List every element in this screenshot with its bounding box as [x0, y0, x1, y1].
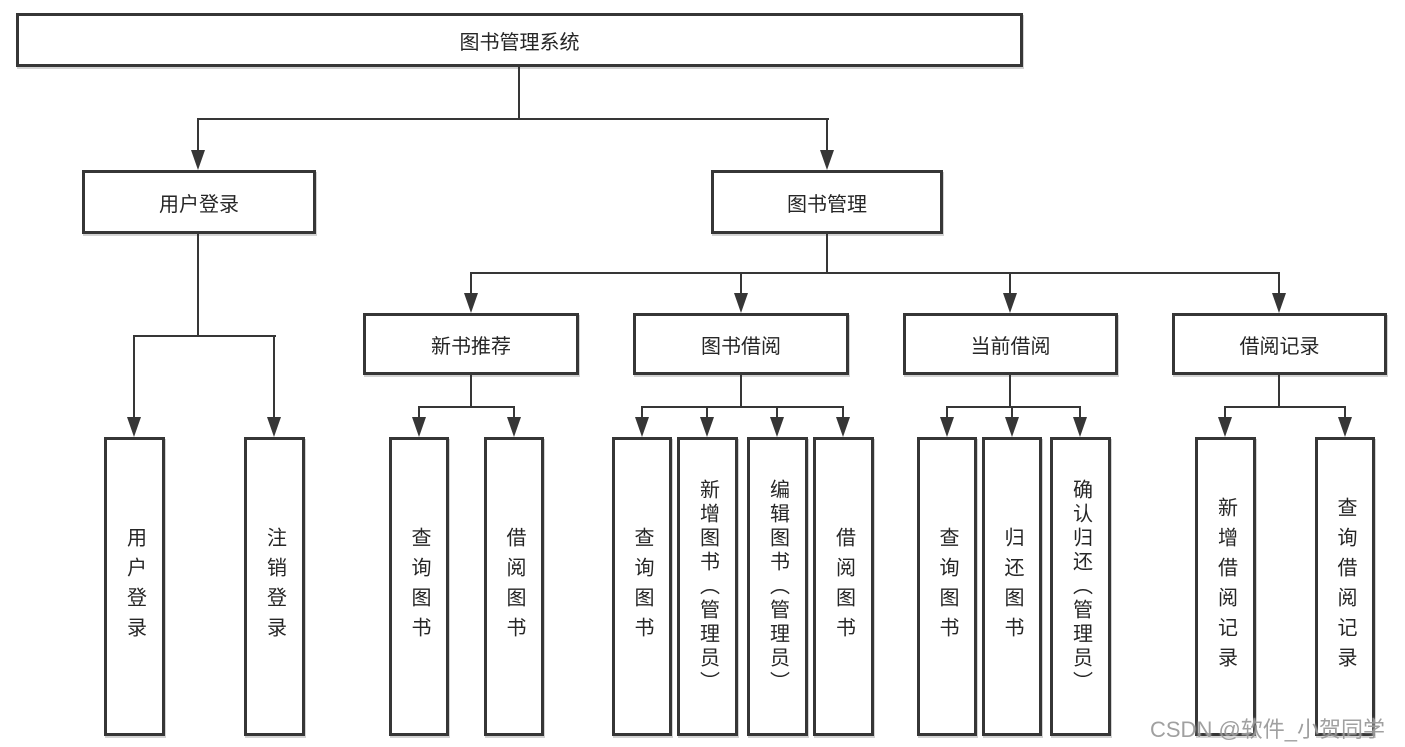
connector-g0-drop — [470, 373, 472, 407]
node-book-borrow: 图书借阅 — [633, 313, 849, 375]
node-book-management: 图书管理 — [711, 170, 943, 234]
connector-g0-c0 — [418, 406, 420, 420]
node-book-management-label: 图书管理 — [787, 193, 867, 216]
connector-book-management-hbar — [470, 272, 1280, 274]
node-borrow-record: 借阅记录 — [1172, 313, 1387, 375]
leaf-query-books-recommend: 查询图书 — [389, 437, 449, 736]
leaf-user-login: 用户登录 — [104, 437, 165, 736]
connector-g1-c0 — [641, 406, 643, 420]
node-current-borrow: 当前借阅 — [903, 313, 1118, 375]
arrowhead-book-management — [820, 150, 834, 170]
connector-g1-c1 — [706, 406, 708, 420]
arrowhead-g3-c0 — [1218, 417, 1232, 437]
leaf-add-borrow-record: 新增借阅记录 — [1195, 437, 1256, 736]
connector-g1-drop — [740, 373, 742, 407]
arrowhead-new-book-recommend — [464, 293, 478, 313]
arrowhead-user-login — [191, 150, 205, 170]
connector-book-management-drop — [826, 234, 828, 274]
leaf-confirm-return-admin-label: 确认归还（管理员） — [1069, 478, 1092, 695]
connector-root-hbar — [197, 118, 829, 120]
connector-to-new-book-recommend — [470, 272, 472, 294]
leaf-edit-book-admin: 编辑图书（管理员） — [747, 437, 808, 736]
connector-g2-c0 — [946, 406, 948, 420]
arrowhead-g1-c1 — [700, 417, 714, 437]
connector-g2-c2 — [1079, 406, 1081, 420]
connector-to-leaf-user-login — [133, 335, 135, 419]
arrowhead-g1-c3 — [836, 417, 850, 437]
node-current-borrow-label: 当前借阅 — [970, 335, 1051, 358]
leaf-query-borrow-record: 查询借阅记录 — [1315, 437, 1375, 736]
connector-g1-hbar — [641, 406, 844, 408]
connector-to-borrow-record — [1278, 272, 1280, 294]
connector-g0-hbar — [418, 406, 515, 408]
leaf-query-books-borrow-label: 查询图书 — [631, 526, 653, 647]
arrowhead-book-borrow — [734, 293, 748, 313]
leaf-return-book: 归还图书 — [982, 437, 1042, 736]
connector-user-login-hbar — [133, 335, 276, 337]
leaf-edit-book-admin-label: 编辑图书（管理员） — [766, 478, 789, 695]
arrowhead-g2-c0 — [940, 417, 954, 437]
node-new-book-recommend-label: 新书推荐 — [431, 335, 511, 358]
arrowhead-g3-c1 — [1338, 417, 1352, 437]
connector-g1-c3 — [842, 406, 844, 420]
connector-to-book-borrow — [740, 272, 742, 294]
leaf-confirm-return-admin: 确认归还（管理员） — [1050, 437, 1111, 736]
node-user-login-label: 用户登录 — [159, 193, 239, 216]
arrowhead-g2-c2 — [1073, 417, 1087, 437]
node-new-book-recommend: 新书推荐 — [363, 313, 579, 375]
leaf-logout-label: 注销登录 — [263, 526, 286, 647]
arrowhead-g0-c1 — [507, 417, 521, 437]
leaf-return-book-label: 归还图书 — [1001, 526, 1023, 647]
connector-g2-hbar — [946, 406, 1081, 408]
arrowhead-leaf-logout — [267, 417, 281, 437]
arrowhead-g1-c0 — [635, 417, 649, 437]
node-book-borrow-label: 图书借阅 — [701, 335, 781, 358]
leaf-query-books-recommend-label: 查询图书 — [408, 526, 430, 647]
connector-g1-c2 — [776, 406, 778, 420]
node-root-label: 图书管理系统 — [459, 31, 580, 54]
connector-g3-hbar — [1224, 406, 1346, 408]
arrowhead-g1-c2 — [770, 417, 784, 437]
connector-g0-c1 — [513, 406, 515, 420]
connector-to-current-borrow — [1009, 272, 1011, 294]
arrowhead-current-borrow — [1003, 293, 1017, 313]
leaf-logout: 注销登录 — [244, 437, 305, 736]
leaf-add-borrow-record-label: 新增借阅记录 — [1214, 496, 1237, 677]
leaf-query-borrow-record-label: 查询借阅记录 — [1334, 496, 1356, 677]
leaf-query-books-borrow: 查询图书 — [612, 437, 672, 736]
leaf-user-login-label: 用户登录 — [123, 526, 146, 647]
node-root: 图书管理系统 — [16, 13, 1023, 67]
node-user-login: 用户登录 — [82, 170, 316, 234]
connector-root-drop — [518, 67, 520, 119]
connector-user-login-drop — [197, 234, 199, 337]
arrowhead-g2-c1 — [1005, 417, 1019, 437]
node-borrow-record-label: 借阅记录 — [1239, 335, 1320, 358]
connector-g3-drop — [1278, 373, 1280, 407]
leaf-query-books-current: 查询图书 — [917, 437, 977, 736]
connector-g2-c1 — [1011, 406, 1013, 420]
connector-g2-drop — [1009, 373, 1011, 407]
leaf-query-books-current-label: 查询图书 — [936, 526, 958, 647]
csdn-watermark: CSDN @软件_小贺同学 — [1150, 717, 1386, 742]
arrowhead-g0-c0 — [412, 417, 426, 437]
leaf-add-book-admin-label: 新增图书（管理员） — [696, 478, 719, 695]
connector-g3-c0 — [1224, 406, 1226, 420]
arrowhead-leaf-user-login — [127, 417, 141, 437]
arrowhead-borrow-record — [1272, 293, 1286, 313]
leaf-borrow-books: 借阅图书 — [813, 437, 874, 736]
leaf-add-book-admin: 新增图书（管理员） — [677, 437, 738, 736]
connector-root-to-book-management — [826, 118, 828, 154]
connector-root-to-user-login — [197, 118, 199, 154]
leaf-borrow-books-recommend-label: 借阅图书 — [503, 526, 525, 647]
leaf-borrow-books-recommend: 借阅图书 — [484, 437, 544, 736]
connector-g3-c1 — [1344, 406, 1346, 420]
leaf-borrow-books-label: 借阅图书 — [832, 526, 855, 647]
connector-to-leaf-logout — [273, 335, 275, 419]
